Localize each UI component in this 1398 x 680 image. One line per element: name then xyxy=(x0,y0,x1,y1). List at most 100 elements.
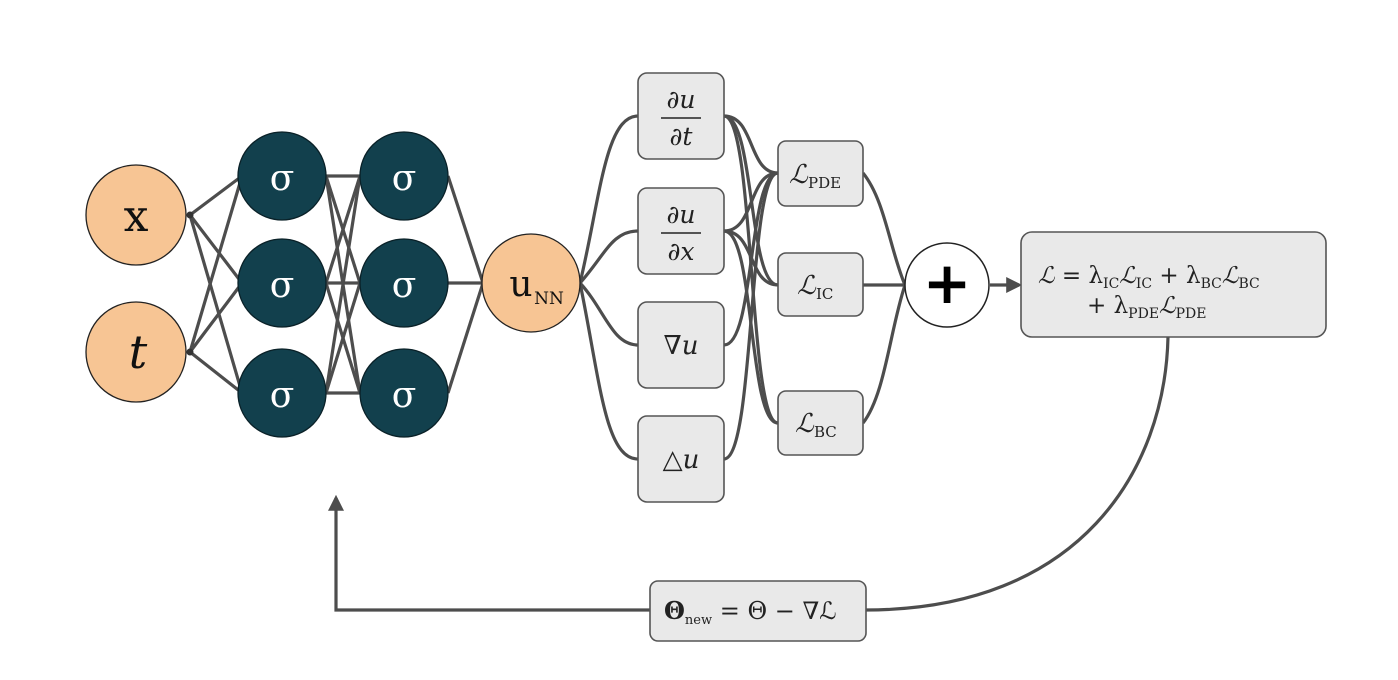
input-node-t: t xyxy=(85,301,187,403)
sigma-label: σ xyxy=(392,265,417,306)
total-loss-box xyxy=(1020,231,1327,338)
loss-bc: ℒ BC xyxy=(777,390,864,456)
hidden-node-2-3 xyxy=(359,348,449,438)
output-to-du-dx-edge xyxy=(578,229,639,285)
output-to-laplace-u-edge xyxy=(578,282,639,461)
hidden-to-output-edge xyxy=(446,175,485,284)
input-to-hidden-edge xyxy=(188,282,244,353)
tl-lambda-ic-sub: IC xyxy=(1103,276,1119,292)
hidden-to-hidden-edge xyxy=(324,175,362,284)
sum-node: + xyxy=(904,242,990,328)
loss-ic-box xyxy=(777,252,864,317)
hidden-node-1-3 xyxy=(237,348,327,438)
total-loss-to-update-edge xyxy=(865,336,1170,612)
loss-pde-symbol: ℒ xyxy=(789,160,809,190)
parameter-update-box xyxy=(649,580,867,642)
tl-plus-1: + xyxy=(1152,263,1186,289)
input-to-hidden-edge xyxy=(188,214,244,394)
input-to-hidden-edge xyxy=(188,175,244,353)
derivative-grad-u-box xyxy=(637,301,725,389)
tl-lambda-pde: λ xyxy=(1114,293,1129,319)
derivative-to-loss-edge xyxy=(723,171,779,233)
total-loss: ℒ = λICℒIC + λBCℒBC + λPDEℒPDE xyxy=(1020,231,1327,338)
input-label-t: t xyxy=(129,325,148,379)
total-loss-line-2: + λPDEℒPDE xyxy=(1087,293,1207,322)
derivative-to-loss-edge xyxy=(723,171,779,347)
tl-lambda-ic: λ xyxy=(1088,263,1103,289)
sigma-label: σ xyxy=(270,265,295,306)
tl-loss-bc: ℒ xyxy=(1222,263,1239,289)
input-to-hidden-edge xyxy=(189,174,243,217)
hidden-node-1-2 xyxy=(237,238,327,328)
input-to-hidden-edge xyxy=(189,350,243,395)
grad-u-label: ∇u xyxy=(664,331,699,361)
output-to-du-dt-edge xyxy=(578,114,639,284)
output-node-unn: u NN xyxy=(481,233,581,333)
loss-pde: ℒ PDE xyxy=(777,140,864,207)
tl-lambda-bc: λ xyxy=(1186,263,1201,289)
tl-loss-pde: ℒ xyxy=(1159,293,1176,319)
input-node-x: x xyxy=(85,164,187,266)
derivative-to-loss-edge xyxy=(723,171,779,461)
sigma-label: σ xyxy=(392,158,417,199)
sigma-label: σ xyxy=(270,158,295,199)
hidden-node-2-1 xyxy=(359,131,449,221)
laplace-u-label: △u xyxy=(663,445,700,475)
total-loss-line-1: ℒ = λICℒIC + λBCℒBC xyxy=(1038,263,1260,292)
input-node-x-circle xyxy=(85,164,187,266)
hidden-to-output-edge xyxy=(446,282,485,394)
parameter-update: Θnew = Θ − ∇ℒ xyxy=(649,580,867,642)
du-dt-numerator: ∂u xyxy=(666,85,695,114)
sum-plus-symbol: + xyxy=(923,249,972,317)
output-label-sub: NN xyxy=(534,289,564,309)
hidden-node-2-2 xyxy=(359,238,449,328)
output-node-circle xyxy=(481,233,581,333)
loss-bc-symbol: ℒ xyxy=(795,409,815,439)
derivative-grad-u: ∇u xyxy=(637,301,725,389)
input-x-port xyxy=(186,211,194,219)
output-label-u: u xyxy=(509,264,532,305)
derivative-laplace-u: △u xyxy=(637,415,725,503)
hidden-node-1-1 xyxy=(237,131,327,221)
sigma-label: σ xyxy=(392,375,417,416)
tl-lambda-pde-sub: PDE xyxy=(1128,306,1159,322)
update-theta: Θ xyxy=(664,596,685,625)
tl-loss-ic-sub: IC xyxy=(1136,276,1152,292)
loss-ic-sub: IC xyxy=(816,285,833,303)
loss-bc-box xyxy=(777,390,864,456)
tl-loss-bc-sub: BC xyxy=(1238,276,1259,292)
hidden-to-hidden-edge xyxy=(324,175,362,394)
derivative-du-dt: ∂u ∂t xyxy=(637,72,725,160)
tl-loss-ic: ℒ xyxy=(1119,263,1136,289)
sigma-label: σ xyxy=(270,375,295,416)
hidden-to-hidden-edge xyxy=(324,282,362,394)
input-t-port xyxy=(186,348,194,356)
update-to-network-arrow xyxy=(328,494,650,612)
output-to-grad-u-edge xyxy=(578,281,639,347)
derivative-laplace-u-box xyxy=(637,415,725,503)
du-dx-denominator: ∂x xyxy=(667,237,694,266)
input-node-t-circle xyxy=(85,301,187,403)
loss-bc-to-sum-edge xyxy=(861,284,907,424)
du-dt-denominator: ∂t xyxy=(670,122,694,151)
derivative-du-dx: ∂u ∂x xyxy=(637,187,725,275)
loss-bc-sub: BC xyxy=(814,423,837,441)
input-to-hidden-edge xyxy=(188,214,244,284)
tl-loss-pde-sub: PDE xyxy=(1176,306,1207,322)
tl-plus-2: + xyxy=(1087,293,1114,319)
update-rest: = Θ − ∇ℒ xyxy=(712,597,836,625)
sum-node-circle xyxy=(904,242,990,328)
loss-pde-to-sum-edge xyxy=(861,171,907,286)
hidden-layer-1: σ σ σ xyxy=(237,131,327,438)
loss-pde-sub: PDE xyxy=(808,174,841,192)
loss-pde-box xyxy=(777,140,864,207)
derivative-to-loss-edge xyxy=(723,114,779,175)
input-label-x: x xyxy=(124,191,149,242)
derivative-du-dx-box xyxy=(637,187,725,275)
tl-lambda-bc-sub: BC xyxy=(1201,276,1222,292)
update-formula: Θnew = Θ − ∇ℒ xyxy=(664,596,837,628)
tl-lhs: ℒ = xyxy=(1038,263,1088,289)
du-dx-numerator: ∂u xyxy=(666,200,695,229)
loss-ic: ℒ IC xyxy=(777,252,864,317)
